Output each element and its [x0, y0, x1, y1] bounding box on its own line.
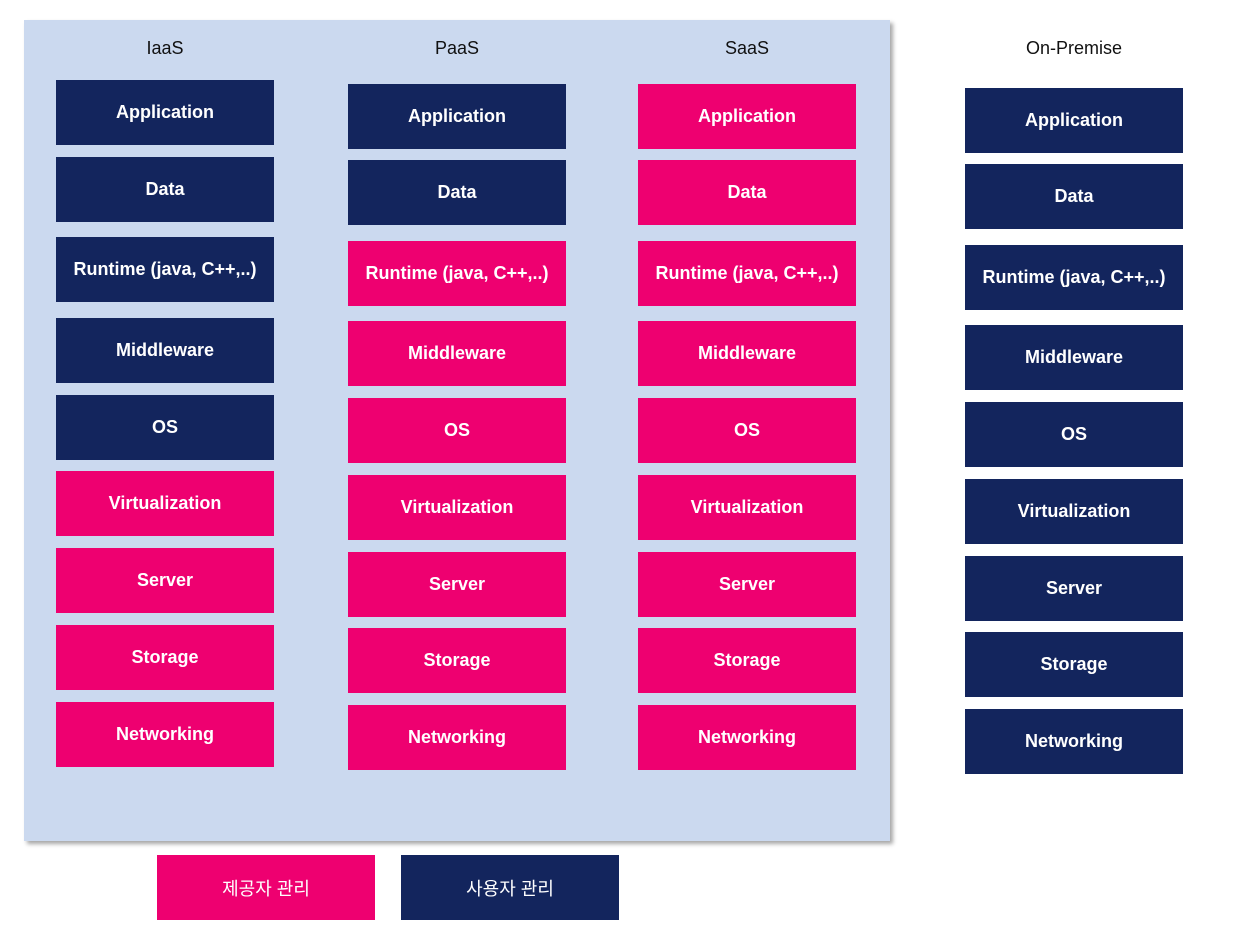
- layer-storage: Storage: [348, 628, 566, 693]
- layer-runtime: Runtime (java, C++,..): [638, 241, 856, 306]
- layer-runtime: Runtime (java, C++,..): [965, 245, 1183, 310]
- layer-networking: Networking: [965, 709, 1183, 774]
- layer-virtualization: Virtualization: [965, 479, 1183, 544]
- layer-application: Application: [638, 84, 856, 149]
- column-title-saas: SaaS: [724, 38, 770, 58]
- layer-networking: Networking: [56, 702, 274, 767]
- layer-data: Data: [56, 157, 274, 222]
- column-title-on-premise: On-Premise: [1025, 38, 1123, 58]
- layer-middleware: Middleware: [638, 321, 856, 386]
- layer-data: Data: [638, 160, 856, 225]
- layer-server: Server: [965, 556, 1183, 621]
- layer-server: Server: [56, 548, 274, 613]
- layer-virtualization: Virtualization: [348, 475, 566, 540]
- layer-data: Data: [965, 164, 1183, 229]
- layer-os: OS: [56, 395, 274, 460]
- layer-server: Server: [638, 552, 856, 617]
- layer-virtualization: Virtualization: [56, 471, 274, 536]
- legend-user-managed: 사용자 관리: [401, 855, 619, 920]
- layer-os: OS: [348, 398, 566, 463]
- layer-runtime: Runtime (java, C++,..): [348, 241, 566, 306]
- layer-storage: Storage: [965, 632, 1183, 697]
- layer-data: Data: [348, 160, 566, 225]
- layer-runtime: Runtime (java, C++,..): [56, 237, 274, 302]
- layer-application: Application: [56, 80, 274, 145]
- layer-middleware: Middleware: [56, 318, 274, 383]
- layer-storage: Storage: [638, 628, 856, 693]
- layer-server: Server: [348, 552, 566, 617]
- layer-virtualization: Virtualization: [638, 475, 856, 540]
- layer-storage: Storage: [56, 625, 274, 690]
- layer-application: Application: [965, 88, 1183, 153]
- column-title-iaas: IaaS: [146, 38, 184, 58]
- legend-provider-managed: 제공자 관리: [157, 855, 375, 920]
- layer-networking: Networking: [638, 705, 856, 770]
- layer-os: OS: [638, 398, 856, 463]
- layer-networking: Networking: [348, 705, 566, 770]
- layer-middleware: Middleware: [965, 325, 1183, 390]
- column-title-paas: PaaS: [434, 38, 480, 58]
- layer-application: Application: [348, 84, 566, 149]
- layer-middleware: Middleware: [348, 321, 566, 386]
- layer-os: OS: [965, 402, 1183, 467]
